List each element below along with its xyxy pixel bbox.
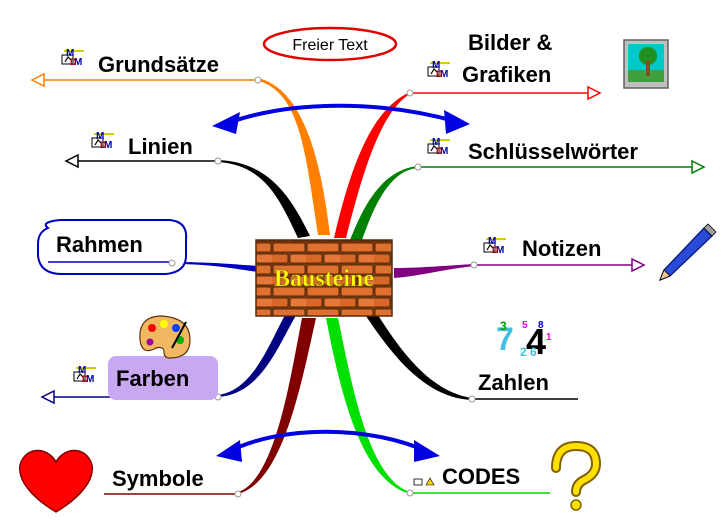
branch-label-bilder-1[interactable]: Bilder &: [468, 30, 552, 55]
branch-label-linien[interactable]: Linien: [128, 134, 193, 159]
branch-label-symbole[interactable]: Symbole: [112, 466, 204, 491]
arrowhead-linien: [64, 153, 79, 169]
heart-icon: [18, 449, 94, 513]
arrowhead-bilder: [587, 85, 602, 101]
relation-arrow-top: [224, 103, 459, 126]
center-label: Bausteine: [274, 266, 374, 292]
svg-text:6: 6: [530, 345, 537, 359]
branch-linien: [218, 160, 310, 238]
branch-codes: [326, 318, 410, 494]
svg-text:5: 5: [522, 320, 528, 331]
mindmanager-icon: [61, 47, 85, 69]
pencil-icon: [658, 223, 717, 282]
svg-text:2: 2: [520, 345, 527, 359]
mindmanager-icon: [427, 59, 451, 81]
svg-text:1: 1: [546, 332, 552, 343]
question-mark-icon: [551, 440, 602, 511]
center-node[interactable]: Bausteine: [255, 239, 393, 317]
branch-symbole: [238, 318, 316, 494]
arrowhead-notizen: [631, 257, 646, 273]
branch-label-schluessel[interactable]: Schlüsselwörter: [468, 139, 638, 164]
svg-text:7: 7: [496, 321, 514, 357]
mindmanager-icon: [73, 364, 97, 386]
palette-icon: [139, 315, 191, 359]
branch-label-grundsaetze[interactable]: Grundsätze: [98, 52, 219, 77]
svg-text:8: 8: [538, 320, 544, 331]
branch-bilder: [334, 92, 410, 238]
arrowhead-schluessel: [691, 159, 706, 175]
arrowhead-farben: [40, 389, 55, 405]
branch-schluessel: [350, 166, 418, 240]
picture-icon: [623, 39, 669, 89]
branch-label-rahmen[interactable]: Rahmen: [56, 232, 143, 257]
rahmen-frame: [37, 219, 188, 275]
branch-label-notizen[interactable]: Notizen: [522, 236, 601, 261]
mindmanager-icon: [91, 130, 115, 152]
branch-farben: [218, 310, 298, 397]
svg-text:3: 3: [500, 319, 507, 333]
branch-zahlen: [366, 312, 472, 400]
relation-arrow-bottom: [227, 429, 429, 454]
numbers-icon: 7 4 3 2 6 5 8 1: [496, 319, 552, 362]
free-text-node[interactable]: Freier Text: [262, 26, 398, 62]
branch-label-farben[interactable]: Farben: [116, 366, 189, 391]
branch-label-bilder-2[interactable]: Grafiken: [462, 62, 551, 87]
branch-rahmen: [172, 262, 258, 272]
branch-label-zahlen[interactable]: Zahlen: [478, 370, 549, 395]
svg-text:4: 4: [526, 321, 546, 362]
branch-label-codes[interactable]: CODES: [442, 464, 520, 489]
mindmanager-icon: [483, 235, 507, 257]
arrowhead-grundsaetze: [30, 72, 45, 88]
branch-notizen: [394, 264, 474, 278]
farben-highlight: [108, 356, 218, 400]
mindmanager-icon: [427, 136, 451, 158]
free-text-label: Freier Text: [292, 37, 368, 54]
